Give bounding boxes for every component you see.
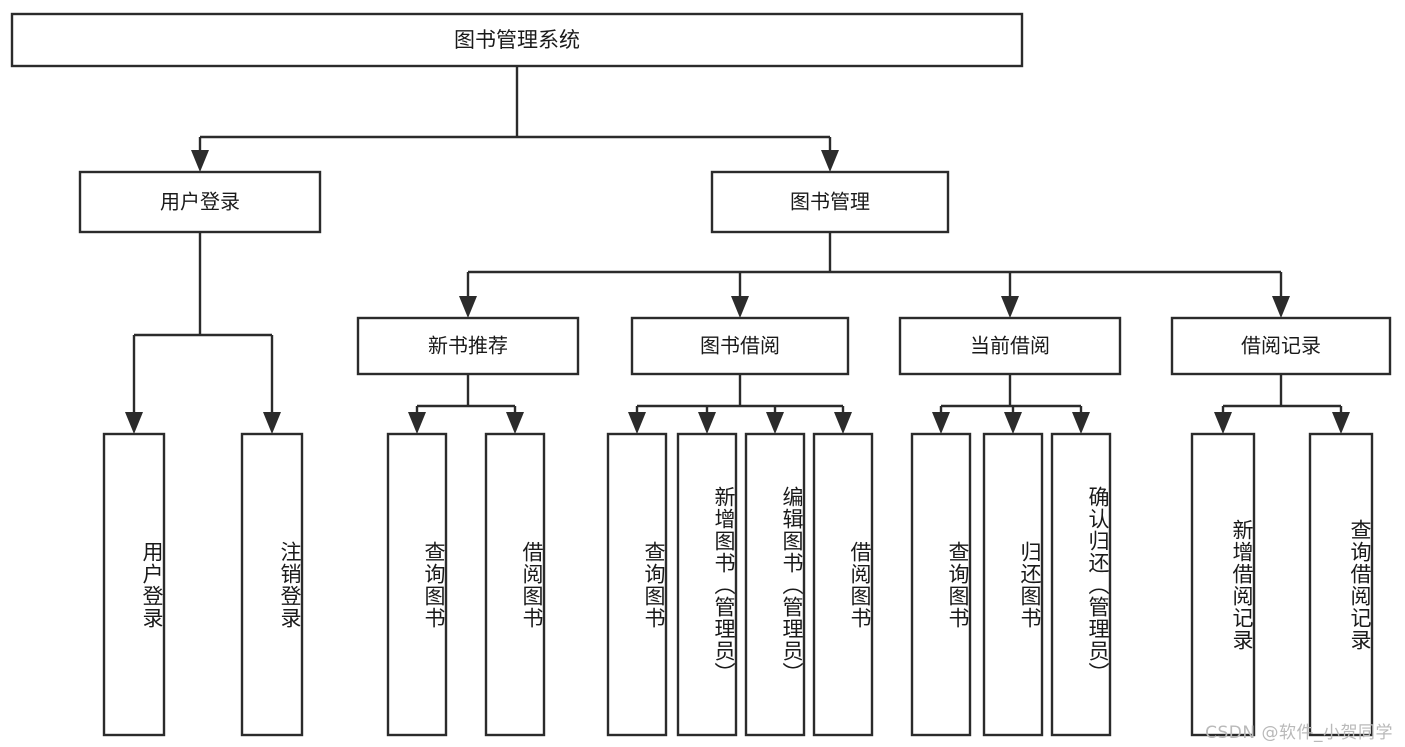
node-box-root[interactable] [10, 12, 1024, 68]
leaf-box-2[interactable] [386, 432, 448, 737]
leaf-box-8[interactable] [910, 432, 972, 737]
leaf-box-6[interactable] [744, 432, 806, 737]
node-label-level3-3: 借阅记录 [1241, 334, 1321, 358]
leaf-box-0[interactable] [102, 432, 166, 737]
leaf-box-9[interactable] [982, 432, 1044, 737]
leaf-box-1[interactable] [240, 432, 304, 737]
arrow-down-icon-leaf-7 [834, 412, 852, 434]
node-label-level2-1: 图书管理 [790, 190, 870, 214]
arrow-down-icon-level3-2 [1001, 296, 1019, 318]
arrow-down-icon-level2-0 [191, 150, 209, 172]
node-label-level3-0: 新书推荐 [428, 334, 508, 358]
node-box-level2-1[interactable] [710, 170, 950, 234]
connectors-layer [125, 66, 1350, 434]
arrow-down-icon-leaf-10 [1072, 412, 1090, 434]
node-box-level3-3[interactable] [1170, 316, 1392, 376]
node-box-level2-0[interactable] [78, 170, 322, 234]
leaf-box-10[interactable] [1050, 432, 1112, 737]
leaf-box-7[interactable] [812, 432, 874, 737]
leaf-box-5[interactable] [676, 432, 738, 737]
node-label-level3-1: 图书借阅 [700, 334, 780, 358]
leaf-box-3[interactable] [484, 432, 546, 737]
leaf-box-4[interactable] [606, 432, 668, 737]
arrow-down-icon-leaf-8 [932, 412, 950, 434]
arrow-down-icon-leaf-1 [263, 412, 281, 434]
arrow-down-icon-level3-1 [731, 296, 749, 318]
arrow-down-icon-leaf-4 [628, 412, 646, 434]
arrow-down-icon-level3-3 [1272, 296, 1290, 318]
arrow-down-icon-leaf-6 [766, 412, 784, 434]
boxes-layer [10, 12, 1392, 737]
arrow-down-icon-leaf-3 [506, 412, 524, 434]
watermark-text: CSDN @软件_小贺同学 [1205, 723, 1393, 743]
leaf-box-12[interactable] [1308, 432, 1374, 737]
leaf-box-11[interactable] [1190, 432, 1256, 737]
arrow-down-icon-leaf-0 [125, 412, 143, 434]
node-box-level3-1[interactable] [630, 316, 850, 376]
node-label-level2-0: 用户登录 [160, 190, 240, 214]
arrow-down-icon-leaf-5 [698, 412, 716, 434]
node-label-root: 图书管理系统 [454, 28, 580, 52]
node-label-level3-2: 当前借阅 [970, 334, 1050, 358]
arrow-down-icon-leaf-2 [408, 412, 426, 434]
node-box-level3-2[interactable] [898, 316, 1122, 376]
node-box-level3-0[interactable] [356, 316, 580, 376]
arrow-down-icon-level3-0 [459, 296, 477, 318]
arrow-down-icon-leaf-11 [1214, 412, 1232, 434]
arrow-down-icon-level2-1 [821, 150, 839, 172]
arrow-down-icon-leaf-12 [1332, 412, 1350, 434]
arrow-down-icon-leaf-9 [1004, 412, 1022, 434]
